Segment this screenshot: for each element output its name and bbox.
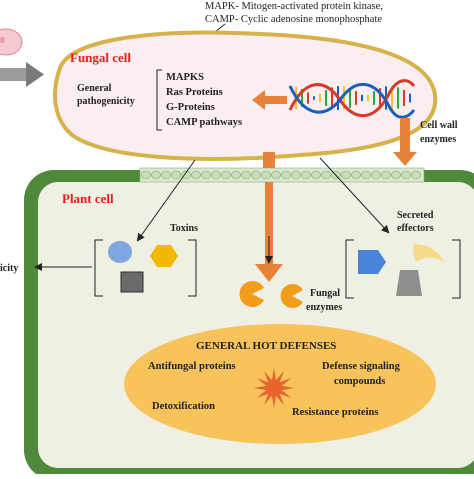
cell-wall-bead bbox=[261, 170, 271, 180]
central-orange-arrow bbox=[255, 152, 283, 282]
legend-line-1: MAPK- Mitogen-activated protein kinase, bbox=[205, 1, 383, 12]
arrow-to-toxins bbox=[136, 159, 196, 242]
toxins-bracket-right bbox=[188, 239, 197, 297]
enzyme-icon-1 bbox=[239, 281, 264, 307]
toxin-circle-icon bbox=[108, 241, 132, 263]
cell-wall-bead bbox=[391, 170, 401, 180]
cell-wall-bead bbox=[321, 170, 331, 180]
effector-crescent-icon bbox=[413, 244, 444, 262]
cell-wall-bead bbox=[251, 170, 261, 180]
cell-wall-bead bbox=[371, 170, 381, 180]
defense-detoxification: Detoxification bbox=[152, 401, 215, 412]
cell-wall-bead bbox=[351, 170, 361, 180]
effector-trapezoid-icon bbox=[396, 270, 422, 296]
cell-wall-label-line2: enzymes bbox=[420, 134, 456, 145]
toxins-bracket-left bbox=[94, 239, 103, 297]
cell-wall-bead bbox=[151, 170, 161, 180]
fungal-enzymes-line1: Fungal bbox=[310, 288, 340, 299]
entry-arrow bbox=[0, 62, 44, 87]
pathway-ras-proteins: Ras Proteins bbox=[166, 87, 223, 98]
effectors-bracket-left bbox=[345, 239, 354, 299]
dna-to-pathways-arrow bbox=[252, 90, 287, 110]
cell-wall-bead bbox=[341, 170, 351, 180]
cell-wall-bead bbox=[401, 170, 411, 180]
pathway-mapks: MAPKS bbox=[166, 72, 204, 83]
pathway-bracket bbox=[156, 69, 162, 131]
cell-wall-bead bbox=[201, 170, 211, 180]
arrow-to-effectors bbox=[319, 157, 390, 234]
cell-wall-bead bbox=[311, 170, 321, 180]
secreted-label-line1: Secreted bbox=[397, 210, 434, 221]
cell-wall-enzymes-arrow bbox=[393, 118, 417, 166]
cell-wall-bead bbox=[181, 170, 191, 180]
cell-wall-bead bbox=[281, 170, 291, 180]
toxin-hexagon-icon bbox=[150, 245, 178, 267]
effectors-bracket-right bbox=[452, 239, 461, 299]
cell-wall-bead bbox=[301, 170, 311, 180]
cell-wall-bead bbox=[241, 170, 251, 180]
defense-signaling-line2: compounds bbox=[334, 376, 385, 387]
cell-wall-bead bbox=[171, 170, 181, 180]
toxins-label: Toxins bbox=[170, 223, 198, 234]
defense-resistance: Resistance proteins bbox=[292, 407, 378, 418]
cell-wall-bead bbox=[161, 170, 171, 180]
cell-wall-bead bbox=[211, 170, 221, 180]
general-pathogenicity-line1: General bbox=[77, 83, 112, 94]
spore-icon bbox=[0, 28, 23, 56]
outcome-label: icity bbox=[0, 263, 18, 274]
fungal-cell bbox=[53, 30, 438, 161]
defenses-title: GENERAL HOT DEFENSES bbox=[196, 340, 336, 352]
cell-wall-bead bbox=[361, 170, 371, 180]
pathway-camp: CAMP pathways bbox=[166, 117, 242, 128]
pathway-g-proteins: G-Proteins bbox=[166, 102, 215, 113]
cell-wall-bead bbox=[231, 170, 241, 180]
effector-pentagon-icon bbox=[358, 250, 386, 274]
cell-wall-bead bbox=[191, 170, 201, 180]
fungal-cell-title: Fungal cell bbox=[70, 50, 131, 65]
enzyme-icon-2 bbox=[280, 284, 303, 309]
cell-wall-bead bbox=[141, 170, 151, 180]
cell-wall-bead bbox=[291, 170, 301, 180]
cell-wall-bead bbox=[411, 170, 421, 180]
defense-signaling-line1: Defense signaling bbox=[322, 361, 401, 372]
defense-antifungal: Antifungal proteins bbox=[148, 361, 236, 372]
dna-helix-icon bbox=[288, 79, 416, 119]
cell-wall-bead bbox=[221, 170, 231, 180]
plant-cell-title: Plant cell bbox=[62, 191, 114, 206]
cell-wall-label-line1: Cell wall bbox=[420, 120, 458, 131]
toxin-square-icon bbox=[120, 271, 144, 293]
fungal-enzymes-line2: enzymes bbox=[306, 302, 342, 313]
legend-line-2: CAMP- Cyclic adenosine monophosphate bbox=[205, 14, 382, 25]
starburst-icon bbox=[254, 368, 294, 408]
cell-wall-bead bbox=[271, 170, 281, 180]
secreted-label-line2: effectors bbox=[397, 223, 434, 234]
cell-wall-bead bbox=[381, 170, 391, 180]
cell-wall-beads bbox=[139, 167, 425, 183]
general-pathogenicity-line2: pathogenicity bbox=[77, 96, 135, 107]
